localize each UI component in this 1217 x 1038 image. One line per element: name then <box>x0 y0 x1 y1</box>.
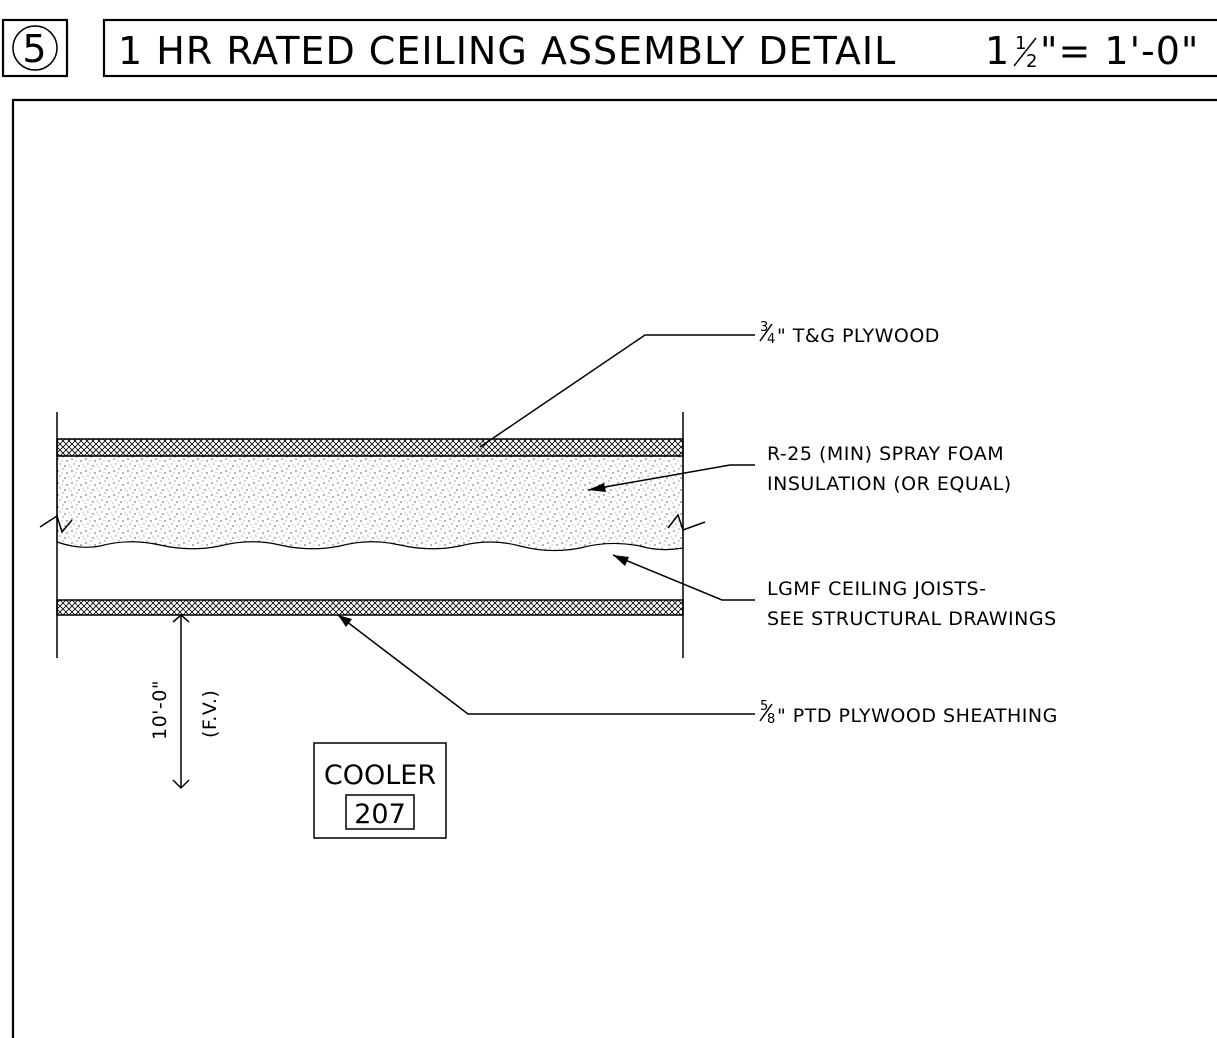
note-joists-line1: LGMF CEILING JOISTS- <box>767 578 986 600</box>
arrowhead-joists <box>613 555 629 566</box>
ptd-plywood-sheathing-layer <box>56 599 684 616</box>
dimension-arrow-top <box>172 614 190 623</box>
break-line-left <box>39 514 73 534</box>
detail-number-box: 5 <box>1 18 69 78</box>
note-insulation: R-25 (MIN) SPRAY FOAM INSULATION (OR EQU… <box>767 443 1012 495</box>
room-number-box <box>345 794 415 830</box>
detail-title: 1 HR RATED CEILING ASSEMBLY DETAIL <box>118 29 896 73</box>
ceiling-assembly-section <box>39 412 706 658</box>
scale-denominator: 2 <box>1026 51 1037 72</box>
leader-insulation <box>587 464 755 491</box>
note-sheathing: 5 8 " PTD PLYWOOD SHEATHING <box>759 699 1058 727</box>
detail-frame <box>11 98 1217 1038</box>
spray-foam-insulation <box>56 455 684 552</box>
note-insulation-line2: INSULATION (OR EQUAL) <box>767 473 1012 495</box>
room-number: 207 <box>354 799 406 830</box>
note-insulation-line1: R-25 (MIN) SPRAY FOAM <box>767 443 1004 465</box>
note-tg-plywood-den: 4 <box>767 332 775 347</box>
leader-sheathing <box>337 614 755 715</box>
room-tag-box <box>313 742 447 839</box>
ceiling-height-dimension: 10'-0" (F.V.) <box>149 614 221 790</box>
title-box: 1 HR RATED CEILING ASSEMBLY DETAIL 1 1 2… <box>102 18 1217 78</box>
scale-text: "= 1'-0" <box>1040 29 1199 73</box>
note-tg-plywood-fraction-bar <box>759 323 773 342</box>
room-tag: COOLER 207 <box>313 742 447 839</box>
note-joists: LGMF CEILING JOISTS- SEE STRUCTURAL DRAW… <box>767 578 1057 630</box>
note-sheathing-text: " PTD PLYWOOD SHEATHING <box>777 705 1058 727</box>
leader-joists <box>612 554 755 601</box>
note-joists-line2: SEE STRUCTURAL DRAWINGS <box>767 608 1057 630</box>
scale-fraction-bar <box>1013 37 1037 67</box>
note-tg-plywood-text: " T&G PLYWOOD <box>777 325 940 347</box>
note-sheathing-num: 5 <box>760 699 768 714</box>
arrowhead-sheathing <box>338 615 352 627</box>
leader-tg-plywood <box>479 334 755 448</box>
note-sheathing-den: 8 <box>767 712 775 727</box>
detail-number-circle <box>12 25 58 71</box>
detail-number: 5 <box>22 27 47 71</box>
dimension-fv-note: (F.V.) <box>199 690 221 738</box>
arrowhead-insulation <box>588 483 606 492</box>
detail-scale: 1 1 2 "= 1'-0" <box>985 29 1199 73</box>
note-tg-plywood: 3 4 " T&G PLYWOOD <box>759 320 940 347</box>
room-name: COOLER <box>324 760 436 791</box>
tg-plywood-layer <box>56 438 684 457</box>
scale-numerator: 1 <box>1015 33 1026 54</box>
note-sheathing-fraction-bar <box>759 703 773 722</box>
leader-lines <box>337 334 755 715</box>
dimension-height-text: 10'-0" <box>149 680 171 740</box>
note-tg-plywood-num: 3 <box>760 320 768 335</box>
dimension-arrow-bottom <box>172 779 190 790</box>
break-line-right <box>667 513 706 531</box>
scale-whole: 1 <box>985 29 1010 73</box>
